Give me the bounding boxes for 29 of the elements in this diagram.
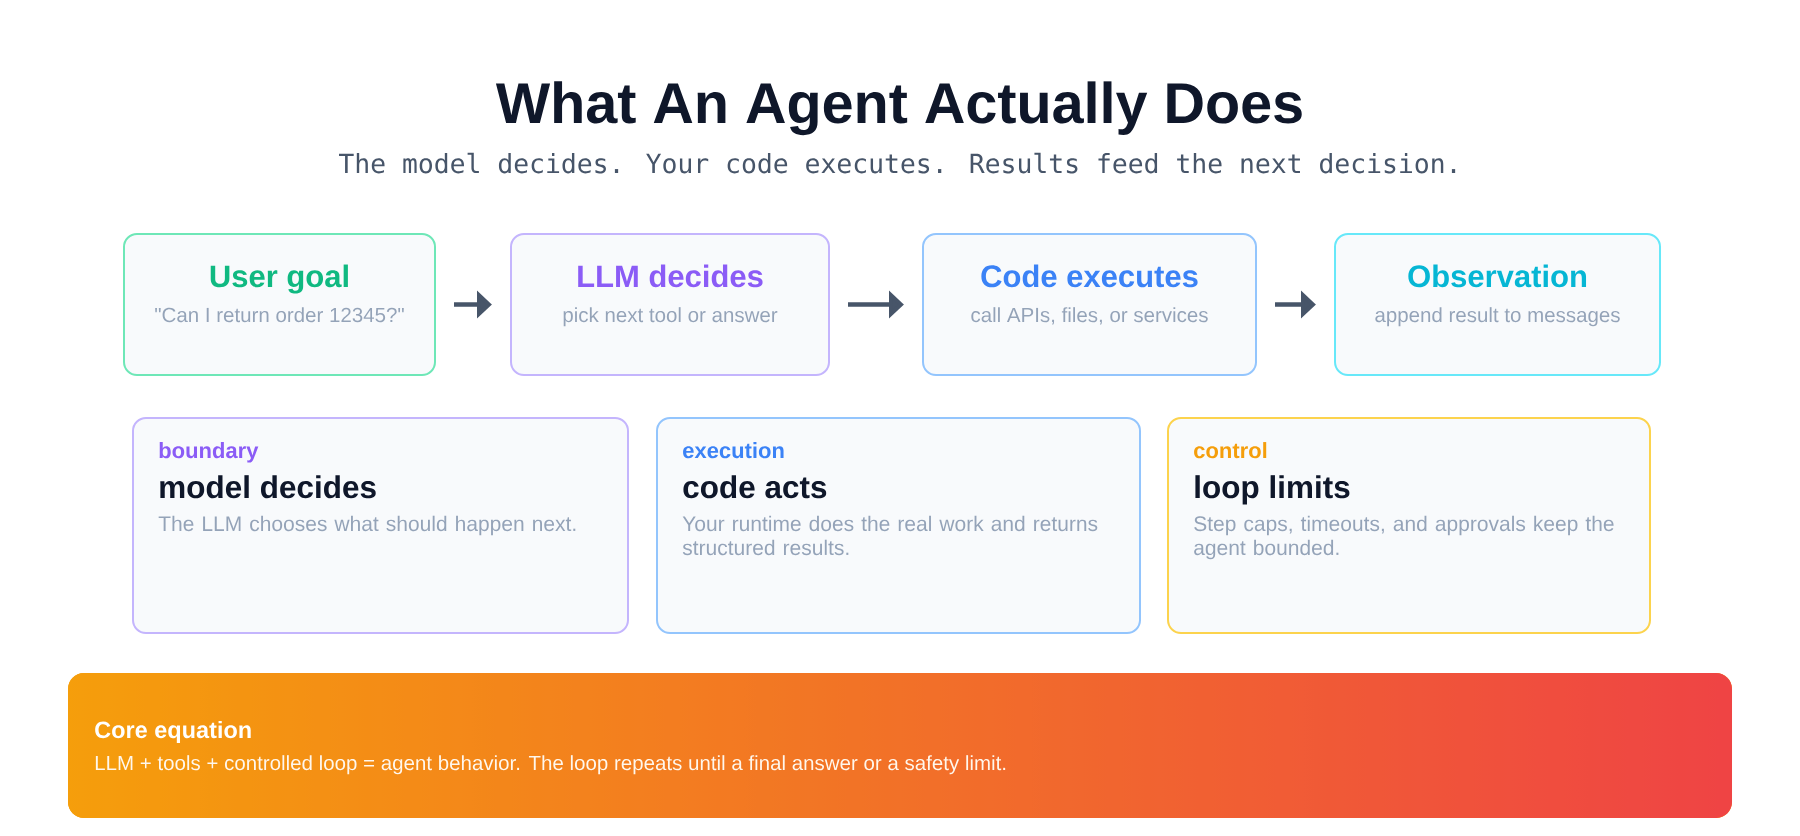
step-title: LLM decides <box>578 264 763 288</box>
step-box <box>1334 233 1661 376</box>
step-title: Observation <box>1408 264 1587 288</box>
card-text: The LLM chooses what should happen next. <box>158 515 576 536</box>
step-description: call APIs, files, or services <box>971 307 1208 325</box>
card-tag: boundary <box>159 442 259 463</box>
step-box <box>922 233 1257 376</box>
info-card <box>1167 417 1651 634</box>
info-card <box>656 417 1141 634</box>
banner-text: LLM + tools + controlled loop = agent behavior. The loop repeats until a final answer or a safety limit. <box>95 755 1006 775</box>
card-tag: control <box>1194 442 1267 459</box>
card-title: code acts <box>683 475 827 499</box>
card-title: model decides <box>160 475 376 499</box>
info-card <box>132 417 629 634</box>
step-title: Code executes <box>981 264 1198 288</box>
banner-title: Core equation <box>95 721 251 743</box>
title: What An Agent Actually Does <box>495 81 1302 136</box>
step-box <box>123 233 436 376</box>
summary-banner <box>68 673 1732 818</box>
step-description: "Can I return order 12345?" <box>155 307 404 323</box>
step-description: append result to messages <box>1375 307 1620 327</box>
step-box <box>510 233 830 376</box>
card-tag: execution <box>683 442 784 459</box>
card-text: Your runtime does the real work and returns structured results. <box>682 515 1098 556</box>
card-text: Step caps, timeouts, and approvals keep the agent bounded. <box>1194 515 1614 560</box>
step-description: pick next tool or answer <box>563 307 778 327</box>
card-title: loop limits <box>1195 475 1350 505</box>
step-title: User goal <box>210 264 348 294</box>
subtitle: The model decides. Your code executes. Results feed the next decision. <box>339 152 1456 174</box>
